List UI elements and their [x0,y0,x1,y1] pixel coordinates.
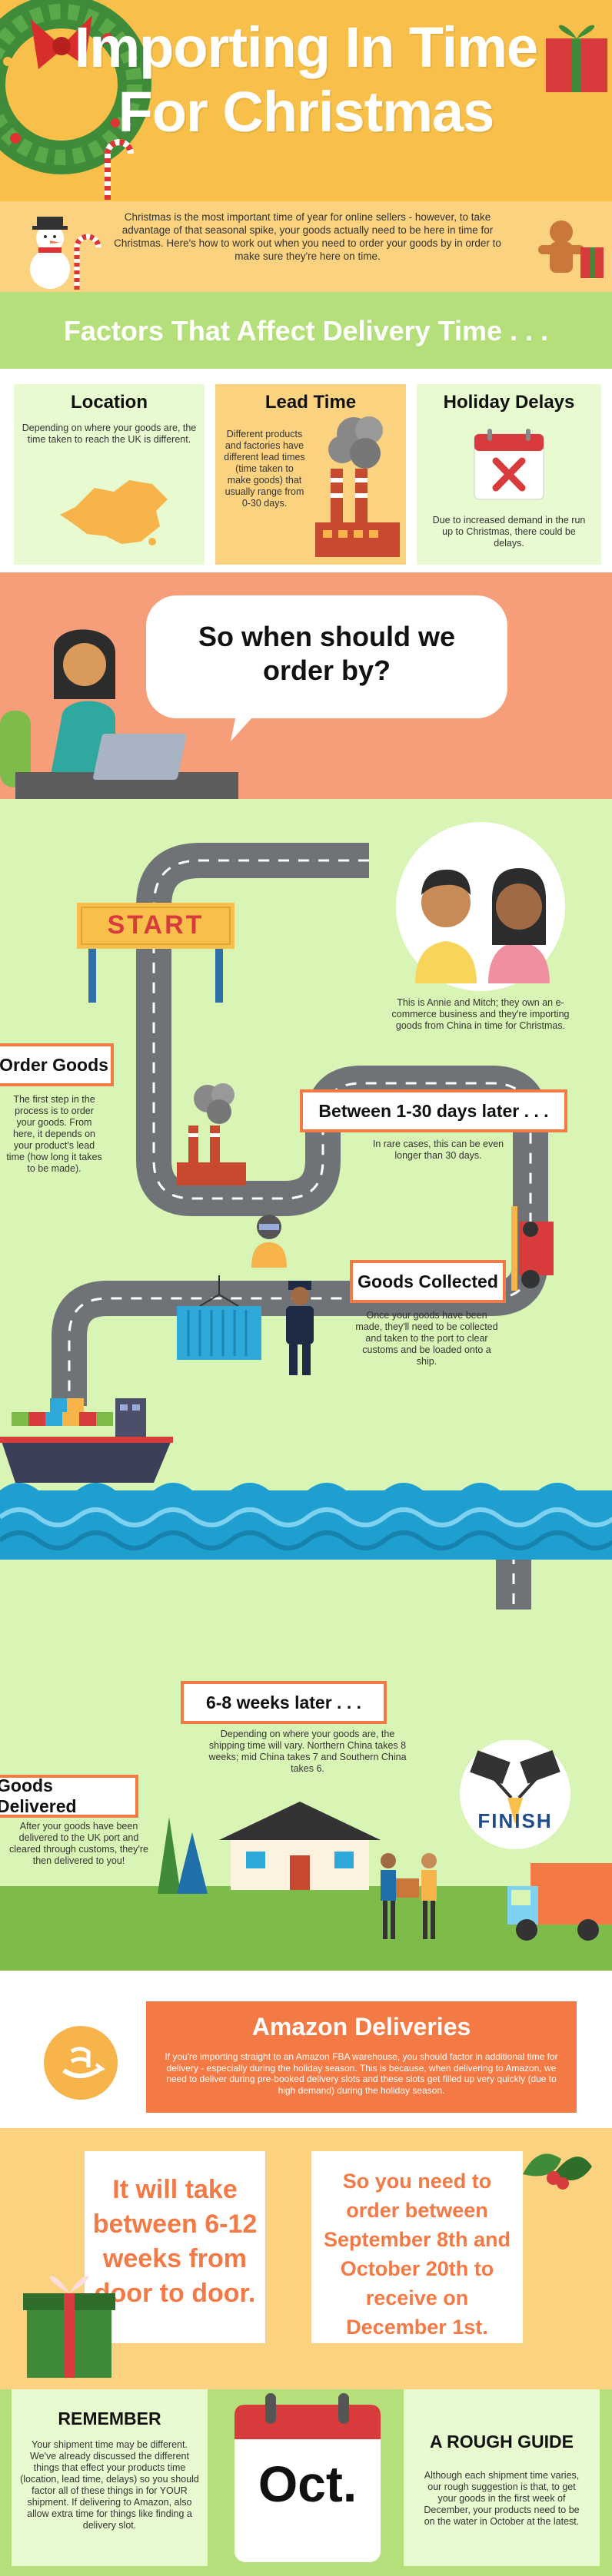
snowman-icon [30,217,70,289]
lead-time-title: Lead Time [264,392,357,413]
intro-section: Christmas is the most important time of … [0,201,612,292]
china-map-icon [60,480,168,545]
holiday-delays-card: Holiday Delays Due to increased demand i… [417,384,601,565]
amazon-text: If you're importing straight to an Amazo… [165,2051,558,2096]
delivery-truck-icon [507,1863,612,1941]
lead-time-text: Different products and factories have di… [224,429,305,509]
gift-box-icon [23,2276,115,2378]
journey-section: This is Annie and Mitch; they own an e-c… [0,799,612,1971]
speech-bubble [146,595,507,718]
gift-icon [546,25,607,92]
timing-section: It will take between 6-12 weeks from doo… [0,2128,612,2389]
finish-label: FINISH [477,1809,553,1832]
couple-text: This is Annie and Mitch; they own an e-c… [391,997,570,1031]
remember-text: Your shipment time may be different. We'… [20,2439,199,2531]
start-label: START [107,910,205,940]
start-sign-icon [77,903,234,1003]
order-goods-text: The first step in the process is to orde… [6,1094,102,1174]
delivery-people-icon [381,1853,437,1939]
days-later-text: In rare cases, this can be even longer t… [372,1139,504,1161]
goods-delivered-text: After your goods have been delivered to … [9,1821,148,1866]
worker-icon [251,1215,287,1268]
amazon-logo-icon [44,2026,118,2100]
weeks-later-text: Depending on where your goods are, the s… [208,1729,407,1774]
holly-icon [523,2153,592,2190]
forklift-icon [511,1206,554,1291]
goods-collected-text: Once your goods have been made, they'll … [355,1310,498,1367]
goods-collected-tag: Goods Collected [350,1260,506,1303]
amazon-box [146,2001,577,2113]
weeks-later-tag: 6-8 weeks later . . . [181,1681,387,1724]
gingerbread-icon [538,220,604,278]
remember-title: REMEMBER [58,2409,161,2428]
goods-delivered-tag: Goods Delivered [0,1775,138,1818]
days-later-tag: Between 1-30 days later . . . [300,1089,567,1132]
timing-right-text: So you need to order between September 8… [323,2170,511,2339]
holiday-delays-text: Due to increased demand in the run up to… [432,515,586,549]
calendar-month: Oct. [258,2455,358,2512]
intro-text: Christmas is the most important time of … [114,211,501,262]
speech-bubble-tail [231,703,265,741]
factory-icon [315,416,400,557]
factory-icon-2 [177,1083,246,1185]
calendar-cross-icon [474,429,544,500]
timing-left-box [85,2151,265,2343]
header-section: Importing In Time For Christmas [0,0,612,201]
bottom-section: REMEMBER Your shipment time may be diffe… [0,2389,612,2576]
candy-cane-icon-2 [74,234,101,290]
lead-time-card: Lead Time Different products and factori… [215,384,406,565]
factors-heading: Factors That Affect Delivery Time . . . [63,315,549,346]
holiday-delays-title: Holiday Delays [443,392,575,413]
calendar-icon [234,2393,381,2562]
remember-card [12,2389,208,2566]
amazon-section: Amazon Deliveries If you're importing st… [0,1971,612,2128]
factors-section: Location Depending on where your goods a… [0,369,612,572]
house-icon [219,1802,381,1890]
location-text: Depending on where your goods are, the t… [22,423,197,445]
trees-icon [158,1817,208,1894]
cargo-ship-icon [0,1398,173,1483]
customs-officer-icon [286,1281,314,1375]
couple-icon [396,822,565,991]
order-goods-tag: Order Goods [0,1043,114,1086]
factors-heading-band: Factors That Affect Delivery Time . . . [0,292,612,369]
title-line-2: For Christmas [118,80,495,144]
shipping-container-icon [177,1275,261,1360]
finish-flags-icon [460,1740,570,1849]
timing-right-box [311,2151,523,2343]
water-waves [0,1483,612,1560]
location-card: Location Depending on where your goods a… [14,384,205,565]
title-line-1: Importing In Time [74,15,538,79]
rough-guide-text: Although each shipment time varies, our … [424,2470,580,2527]
amazon-title: Amazon Deliveries [251,2013,471,2041]
woman-at-laptop-icon [0,629,238,799]
question-text: So when should we order by? [198,621,456,686]
candy-cane-icon [105,139,134,200]
page-title: Importing In Time For Christmas [0,15,612,144]
timing-left-text: It will take between 6-12 weeks from doo… [92,2175,258,2308]
question-section: So when should we order by? [0,572,612,799]
rough-guide-title: A ROUGH GUIDE [430,2432,574,2452]
wreath-icon [0,0,151,174]
location-title: Location [71,392,148,413]
rough-guide-card [404,2389,600,2566]
